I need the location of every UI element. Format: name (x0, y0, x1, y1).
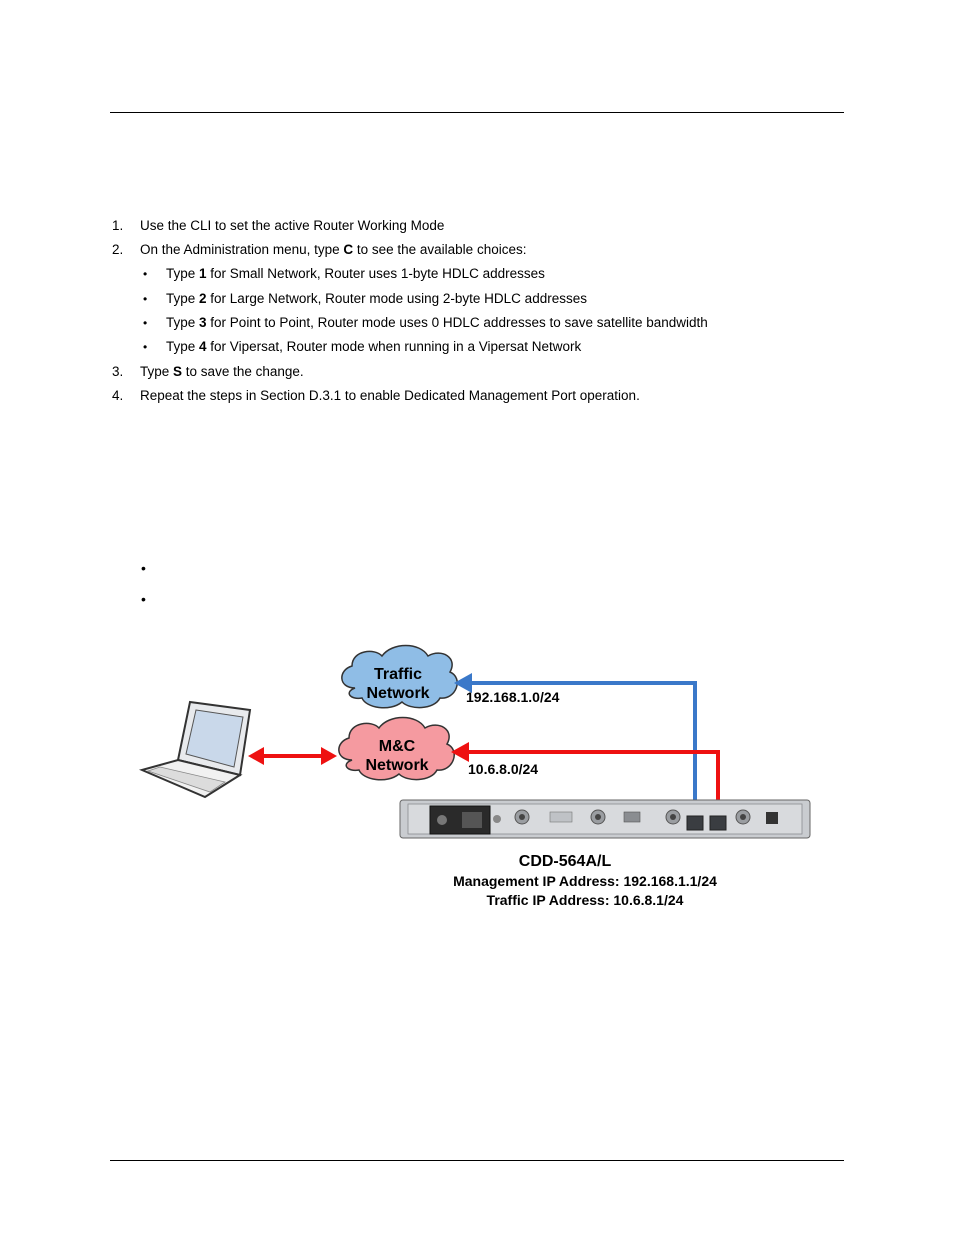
bullet-icon: • (143, 266, 147, 282)
step-number: 1. (112, 218, 123, 234)
mc-cloud-label: Network (365, 757, 428, 774)
choice-text: Type 4 for Vipersat, Router mode when ru… (166, 339, 581, 355)
cdd-564al-device (400, 800, 810, 838)
laptop-icon (142, 702, 250, 797)
key-s: S (173, 364, 182, 379)
step-number: 4. (112, 388, 123, 404)
step-text: Repeat the steps in Section D.3.1 to ena… (140, 388, 640, 404)
traffic-cloud-label: Network (366, 685, 429, 702)
mc-network-cloud: M&C Network (339, 718, 454, 780)
bullet-icon: • (143, 339, 147, 355)
choice-text: Type 1 for Small Network, Router uses 1-… (166, 266, 545, 282)
empty-bullet: • (141, 560, 146, 576)
empty-bullet: • (141, 591, 146, 607)
management-ip-label: Management IP Address: 192.168.1.1/24 (453, 873, 717, 889)
step-text: Type S to save the change. (140, 364, 304, 380)
traffic-cloud-label: Traffic (374, 666, 422, 683)
choice-text: Type 3 for Point to Point, Router mode u… (166, 315, 708, 331)
step-text: On the Administration menu, type C to se… (140, 242, 526, 258)
traffic-ip-label: Traffic IP Address: 10.6.8.1/24 (487, 892, 684, 908)
step-text: Use the CLI to set the active Router Wor… (140, 218, 444, 234)
device-name: CDD-564A/L (519, 853, 612, 870)
footer-rule (110, 1160, 844, 1161)
laptop-mc-link (248, 747, 337, 765)
step-number: 3. (112, 364, 123, 380)
step-number: 2. (112, 242, 123, 258)
choice-text: Type 2 for Large Network, Router mode us… (166, 291, 587, 307)
key-c: C (343, 242, 353, 257)
header-rule (110, 112, 844, 113)
network-diagram: Traffic Network M&C Network 192.168.1.0/… (130, 640, 820, 920)
mc-subnet-label: 10.6.8.0/24 (468, 761, 538, 777)
bullet-icon: • (143, 315, 147, 331)
bullet-icon: • (143, 291, 147, 307)
traffic-network-cloud: Traffic Network (342, 646, 457, 708)
mc-cloud-label: M&C (379, 738, 416, 755)
traffic-subnet-label: 192.168.1.0/24 (466, 689, 560, 705)
